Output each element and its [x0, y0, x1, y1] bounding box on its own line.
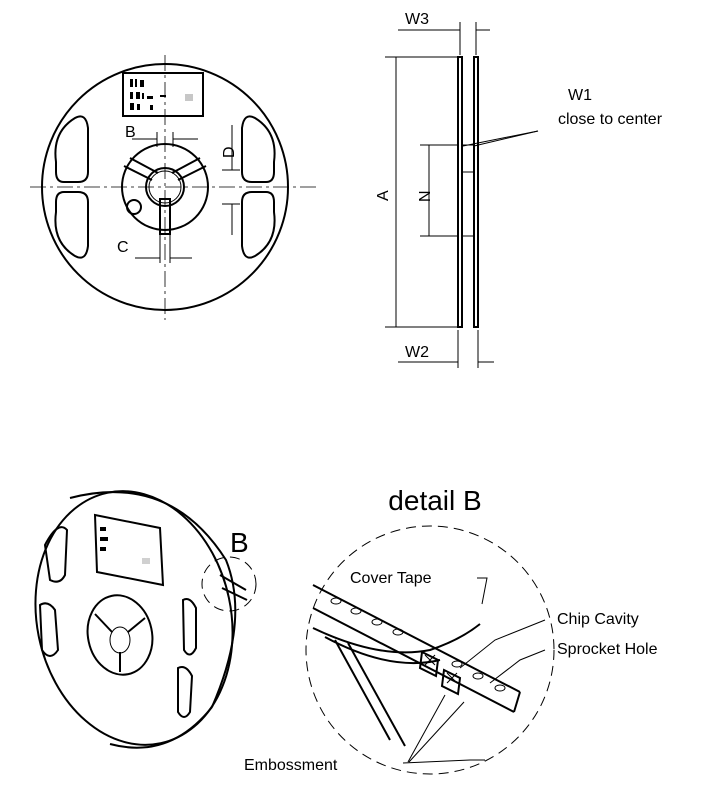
detail-b-view: detail B Cover Tape Chip Cavity S: [244, 485, 658, 775]
dim-label-d: D: [221, 146, 238, 158]
chip-cavity-label: Chip Cavity: [557, 611, 639, 628]
dim-label-w3: W3: [405, 11, 429, 28]
sprocket-hole-label: Sprocket Hole: [557, 641, 658, 658]
dim-label-w2: W2: [405, 344, 429, 361]
reel-side-view: W3 W1 close to center A N W2: [375, 11, 663, 368]
dim-label-b: B: [125, 124, 136, 141]
dim-label-w1-note: close to center: [558, 111, 663, 128]
reel-isometric-view: B: [34, 490, 257, 749]
reel-label-print: [130, 79, 193, 110]
reel-front-view: B C D: [30, 55, 320, 320]
dim-label-w1: W1: [568, 87, 592, 104]
detail-title: detail B: [388, 485, 481, 516]
detail-callout-b: B: [230, 527, 249, 558]
embossment-label: Embossment: [244, 757, 338, 774]
dim-label-c: C: [117, 239, 129, 256]
dim-label-a: A: [375, 190, 392, 201]
cover-tape-label: Cover Tape: [350, 570, 432, 587]
dim-label-n: N: [417, 190, 434, 202]
